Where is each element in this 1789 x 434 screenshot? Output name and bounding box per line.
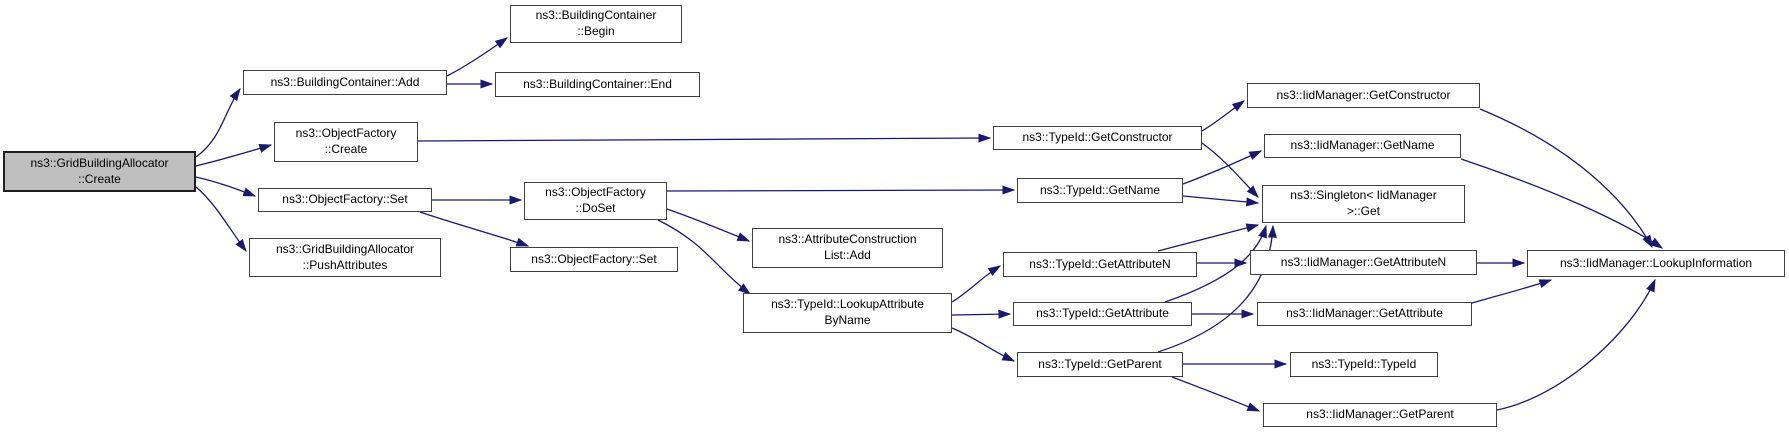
node-singleton-iid-manager-get[interactable]: ns3::Singleton< IidManager >::Get	[1262, 185, 1465, 223]
edge-iid-getparent-to-lookupinfo	[1496, 278, 1656, 411]
node-object-factory-set[interactable]: ns3::ObjectFactory::Set	[258, 188, 432, 212]
node-typeid-get-attribute-n[interactable]: ns3::TypeId::GetAttributeN	[1003, 252, 1197, 277]
edge-doset-to-lookupattr	[657, 219, 752, 295]
edge-create-to-add	[195, 87, 241, 158]
edge-iid-getconstructor-to-lookupinfo	[1479, 108, 1653, 249]
edge-lookup-to-getattributen	[951, 265, 1002, 303]
node-typeid-get-constructor[interactable]: ns3::TypeId::GetConstructor	[993, 126, 1202, 150]
node-building-container-begin[interactable]: ns3::BuildingContainer ::Begin	[510, 5, 682, 43]
node-iid-manager-lookup-information[interactable]: ns3::IidManager::LookupInformation	[1527, 250, 1785, 277]
edge-iid-getattribute-to-lookupinfo	[1471, 279, 1553, 304]
edge-getattributen-to-singleton	[1157, 223, 1260, 252]
node-typeid-typeid[interactable]: ns3::TypeId::TypeId	[1290, 352, 1438, 377]
node-building-container-end[interactable]: ns3::BuildingContainer::End	[495, 72, 700, 97]
node-typeid-get-name[interactable]: ns3::TypeId::GetName	[1017, 178, 1183, 203]
node-object-factory-set-2[interactable]: ns3::ObjectFactory::Set	[510, 247, 678, 272]
node-object-factory-doset[interactable]: ns3::ObjectFactory ::DoSet	[524, 182, 667, 220]
edge-set-to-set2	[419, 211, 530, 247]
edge-getparent-to-iid-getparent	[1171, 376, 1261, 412]
edge-create-to-factory-set	[195, 176, 257, 197]
edge-getparent-to-singleton	[1157, 224, 1277, 353]
node-iid-manager-get-constructor[interactable]: ns3::IidManager::GetConstructor	[1247, 83, 1480, 108]
node-attribute-construction-list-add[interactable]: ns3::AttributeConstruction List::Add	[752, 228, 943, 268]
node-typeid-get-parent[interactable]: ns3::TypeId::GetParent	[1017, 352, 1183, 377]
node-grid-push-attributes[interactable]: ns3::GridBuildingAllocator ::PushAttribu…	[249, 238, 441, 277]
node-grid-building-allocator-create: ns3::GridBuildingAllocator ::Create	[3, 151, 196, 192]
edge-lookup-to-getattribute	[951, 309, 1012, 319]
edge-add-to-begin	[446, 37, 509, 77]
node-typeid-get-attribute[interactable]: ns3::TypeId::GetAttribute	[1013, 302, 1192, 326]
node-iid-manager-get-attribute-n[interactable]: ns3::IidManager::GetAttributeN	[1250, 250, 1477, 275]
node-iid-manager-get-name[interactable]: ns3::IidManager::GetName	[1264, 134, 1461, 158]
edge-doset-to-attrlist-add	[666, 208, 751, 242]
node-iid-manager-get-attribute[interactable]: ns3::IidManager::GetAttribute	[1257, 302, 1472, 326]
edge-getconstructor-to-singleton	[1201, 142, 1259, 198]
node-object-factory-create[interactable]: ns3::ObjectFactory ::Create	[274, 122, 418, 162]
edge-lookup-to-getparent	[951, 327, 1016, 362]
edge-getconstructor-to-iid-getconstructor	[1201, 100, 1246, 132]
edge-getname-to-singleton	[1182, 195, 1260, 207]
edge-factory-create-to-getconstructor	[417, 133, 992, 143]
node-iid-manager-get-parent[interactable]: ns3::IidManager::GetParent	[1263, 403, 1497, 427]
edge-create-to-pushattributes	[195, 186, 247, 253]
node-typeid-lookup-attribute-by-name[interactable]: ns3::TypeId::LookupAttribute ByName	[743, 293, 952, 333]
edge-doset-to-getname	[666, 185, 1016, 195]
edge-getname-to-iid-getname	[1182, 150, 1263, 185]
edge-getattribute-to-singleton	[1164, 224, 1267, 303]
node-building-container-add[interactable]: ns3::BuildingContainer::Add	[243, 70, 447, 95]
edge-iid-getname-to-lookupinfo	[1460, 158, 1664, 249]
edge-create-to-factory-create	[195, 144, 273, 167]
